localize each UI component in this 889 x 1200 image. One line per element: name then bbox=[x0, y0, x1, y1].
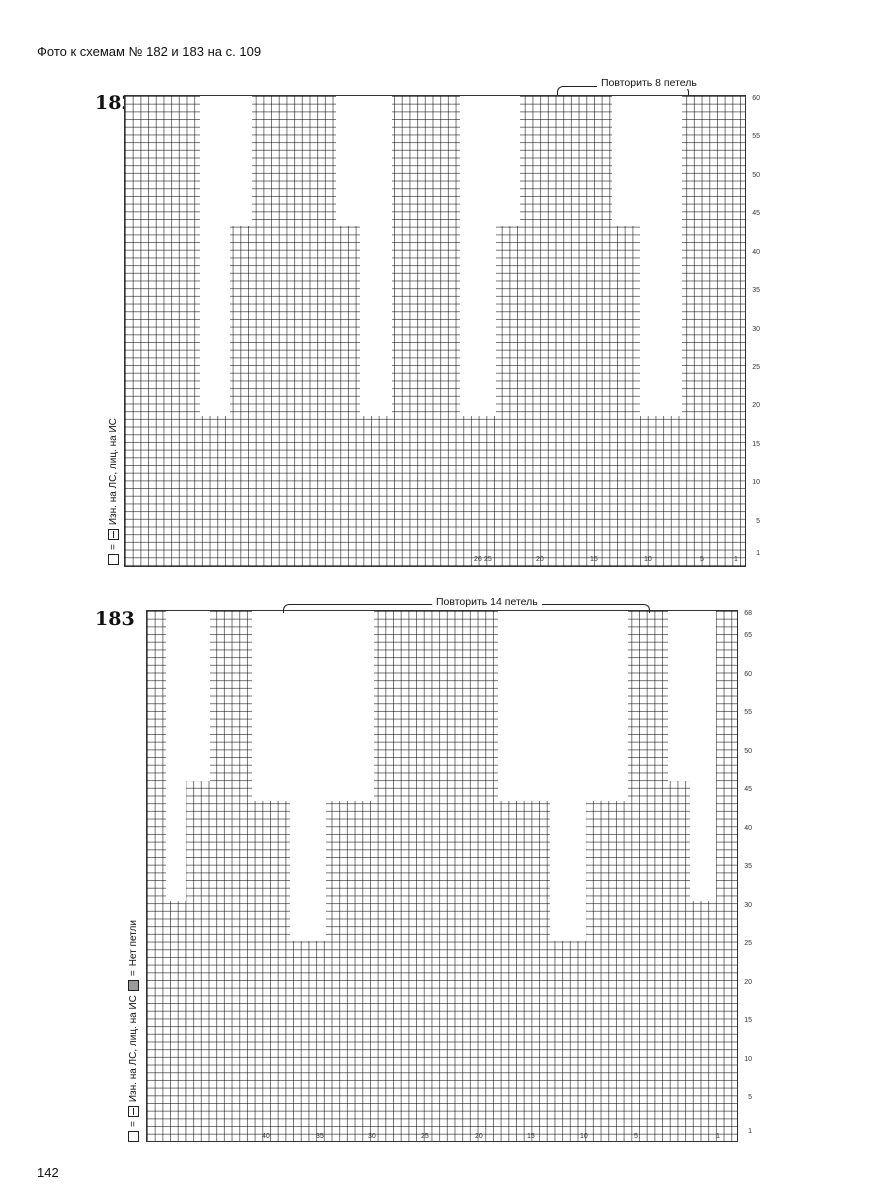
legend-swatch-dash bbox=[128, 1106, 139, 1118]
legend-swatch-empty bbox=[108, 554, 119, 565]
legend-swatch-empty bbox=[128, 1131, 139, 1142]
chart-183-blank bbox=[550, 801, 586, 941]
chart-183-grid bbox=[146, 610, 738, 1142]
page-header: Фото к схемам № 182 и 183 на с. 109 bbox=[37, 44, 262, 59]
col-numbers-183: 40 35 30 25 20 15 10 5 1 bbox=[262, 1133, 720, 1140]
repeat-label-183: Повторить 14 петель bbox=[432, 596, 542, 608]
chart-183-blank bbox=[290, 801, 326, 941]
chart-182-blank bbox=[640, 226, 682, 416]
row-numbers-182: 60 55 50 45 40 35 30 25 20 15 10 5 1 bbox=[752, 95, 760, 557]
chart-183-blank bbox=[690, 781, 716, 901]
chart-182-blank bbox=[200, 96, 252, 226]
chart-182-blank bbox=[336, 96, 392, 226]
legend-swatch-gray bbox=[128, 980, 139, 992]
chart-183-blank bbox=[166, 781, 186, 901]
repeat-label-182: Повторить 8 петель bbox=[597, 77, 701, 89]
chart-183-blank bbox=[668, 611, 716, 781]
chart-182-blank bbox=[460, 226, 496, 416]
chart-182-blank bbox=[200, 226, 230, 416]
chart-182-blank bbox=[460, 96, 520, 226]
page-number: 142 bbox=[37, 1165, 59, 1180]
chart-183-blank bbox=[498, 611, 628, 801]
chart-183-blank bbox=[166, 611, 210, 781]
chart-183-blank bbox=[252, 611, 374, 801]
legend-swatch-dash bbox=[108, 529, 119, 541]
legend-183: = Изн. на ЛС, лиц. на ИС = Нет петли bbox=[128, 920, 139, 1142]
chart-number-183: 183 bbox=[95, 608, 135, 630]
col-numbers-182: 26 25 20 15 10 5 1 bbox=[474, 556, 738, 563]
legend-182: = Изн. на ЛС, лиц. на ИС bbox=[108, 418, 119, 565]
chart-182-blank bbox=[612, 96, 682, 226]
row-numbers-183: 68 65 60 55 50 45 40 35 30 25 20 15 10 5… bbox=[744, 610, 752, 1135]
chart-182-blank bbox=[360, 226, 392, 416]
